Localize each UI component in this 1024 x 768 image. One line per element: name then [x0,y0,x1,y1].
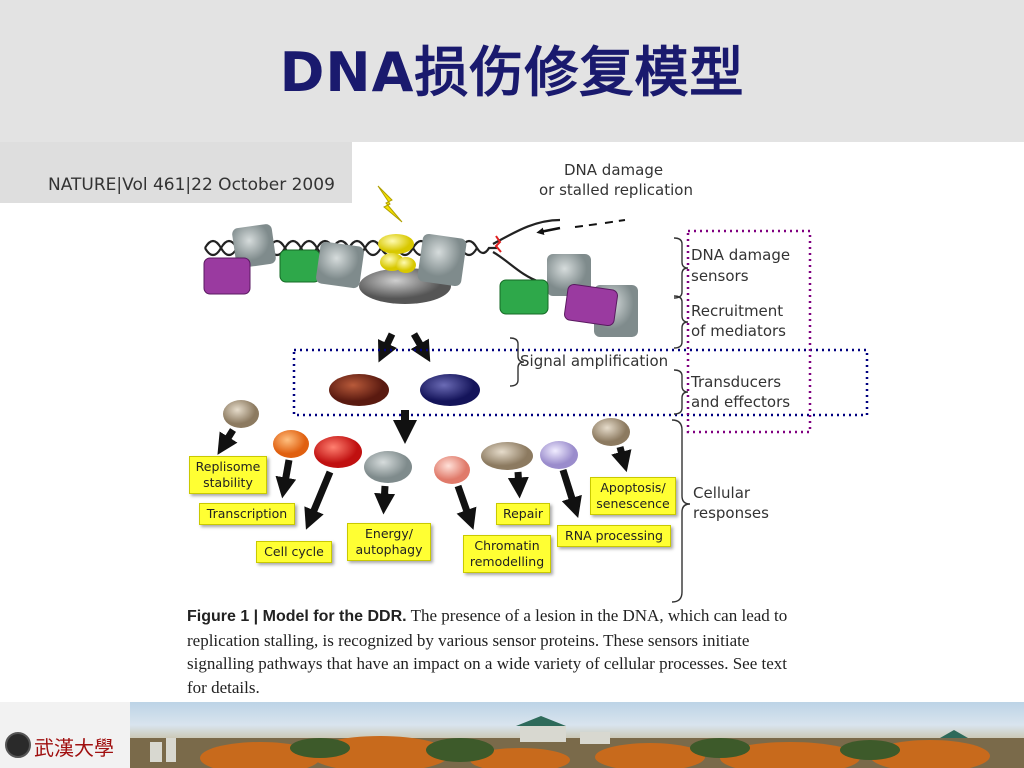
effector-tan-3 [592,418,630,446]
footer-banner: 武漢大學 [0,702,1024,768]
ddr-diagram [203,185,869,603]
effector-lavender [540,441,578,469]
university-seal-icon [5,732,31,758]
response-energy-line2: autophagy [355,542,423,557]
stage-transducers-line2: and effectors [691,393,791,411]
citation: NATURE|Vol 461|22 October 2009 [48,175,335,195]
response-rna-processing: RNA processing [557,525,671,547]
response-chromatin-line1: Chromatin [474,538,540,553]
purple-sensor-protein [203,257,251,295]
response-apoptosis-line2: senescence [596,496,670,511]
response-energy-line1: Energy/ [365,526,413,541]
damage-label: DNA damage [564,161,663,180]
response-chromatin: Chromatin remodelling [463,535,551,573]
response-energy: Energy/ autophagy [347,523,431,561]
transducer-protein-brown [329,374,389,406]
stage-responses-line2: responses [693,504,769,522]
effector-tan-1 [223,400,259,428]
logo-area: 武漢大學 [0,702,130,768]
signal-amplification-label: Signal amplification [520,352,669,370]
damage-dashed-line [574,219,626,228]
response-cell-cycle: Cell cycle [256,541,332,563]
caption-text: The presence of a lesion in the DNA, whi… [187,606,788,697]
effector-red [314,436,362,468]
response-apoptosis-line1: Apoptosis/ [600,480,666,495]
response-apoptosis: Apoptosis/ senescence [590,477,676,515]
stage-sensors-line2: sensors [691,267,749,285]
gray-sensor-protein-3 [417,233,467,287]
sensors-highlight-box [686,229,812,434]
figure-caption: Figure 1 | Model for the DDR. The presen… [187,604,807,699]
green-mediator-protein [499,279,549,315]
transducer-protein-navy [420,374,480,406]
stage-mediators-line1: Recruitment [691,302,784,320]
caption-separator: | [249,608,263,625]
stage-sensors-line1: DNA damage [691,246,791,264]
lightning-icon [377,185,403,223]
damage-arrow [536,226,561,235]
effector-orange [273,430,309,458]
transducers-highlight-box [292,348,869,417]
yellow-sensor-protein [378,234,414,254]
response-replisome: Replisome stability [189,456,267,494]
stage-responses-line1: Cellular [693,484,751,502]
yellow-sensor-protein-3 [396,257,416,273]
effector-gray [364,451,412,483]
damage-label-line1: DNA damage [564,161,664,179]
response-repair: Repair [496,503,550,525]
gray-sensor-protein-2 [316,241,364,289]
gray-sensor-protein [232,224,276,268]
response-transcription: Transcription [199,503,295,525]
campus-scenery [130,716,1024,768]
effector-tan-2 [481,442,533,470]
stage-brackets [509,237,691,603]
response-replisome-line2: stability [203,475,253,490]
response-chromatin-line2: remodelling [469,554,545,569]
figure-title: Model for the DDR. [262,608,407,625]
purple-mediator-protein [564,283,618,327]
stage-mediators-line2: of mediators [691,322,786,340]
green-sensor-protein [279,249,321,283]
citation-box [0,142,352,203]
stage-transducers-line1: Transducers [691,373,782,391]
slide-title: DNA损伤修复模型 [279,41,745,104]
response-arrows [217,428,632,530]
figure-label: Figure 1 [187,608,250,625]
effector-pink [434,456,470,484]
lesion-mark [494,235,502,253]
damage-label-line2: or stalled replication [539,181,693,199]
title-bar [0,0,1024,142]
response-replisome-line1: Replisome [195,459,261,474]
university-name: 武漢大學 [34,736,114,760]
